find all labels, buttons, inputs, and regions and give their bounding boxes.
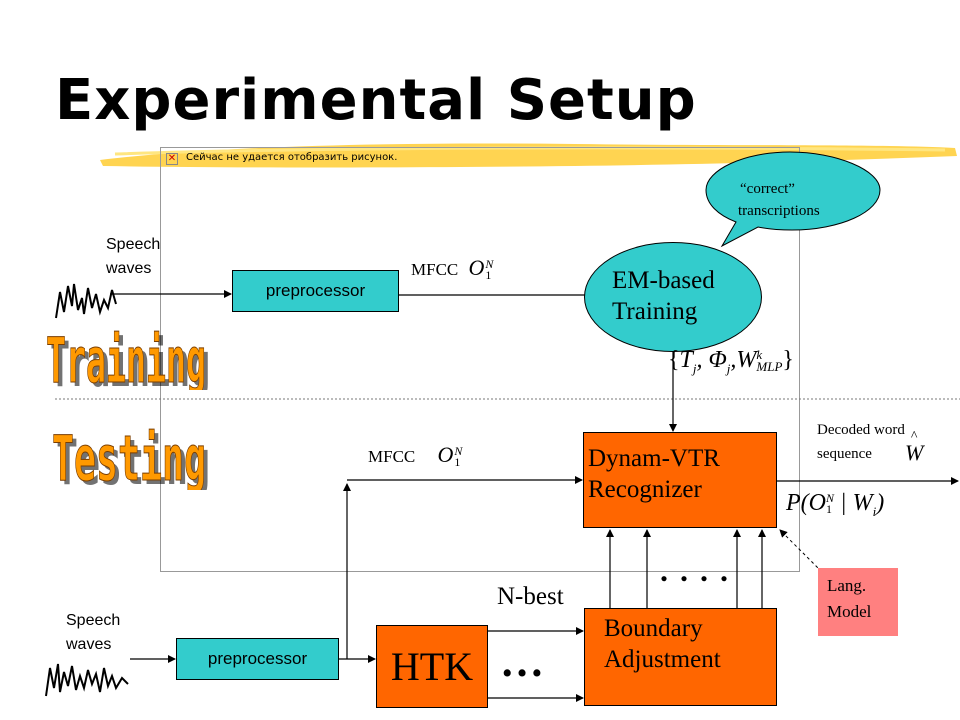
nbest-label: N-best (497, 583, 564, 610)
image-placeholder (160, 147, 800, 572)
testing-label-text: Testing (52, 422, 206, 490)
recognizer-line2: Recognizer (588, 476, 702, 503)
recognizer-line1: Dynam-VTR (588, 445, 720, 472)
recognizer-box (583, 432, 777, 528)
callout-text: “correct” transcriptions (738, 178, 820, 222)
training-label: Training Training (46, 324, 211, 391)
decoded-line1: Decoded word (817, 422, 905, 438)
callout-bubble (705, 151, 881, 248)
htk-label: HTK (390, 644, 474, 689)
boundary-line1: Boundary (604, 615, 703, 642)
training-label-text: Training (46, 324, 206, 390)
boundary-label: Boundary Adjustment (604, 613, 721, 675)
speech-waves-bottom-line2: waves (66, 636, 112, 653)
speech-waves-bottom-line1: Speech (66, 612, 121, 629)
callout-line1: “correct” (740, 181, 795, 197)
waveform-top-icon (55, 283, 117, 319)
lang-model-line2: Model (827, 602, 872, 621)
htk-box: HTK (376, 625, 488, 708)
boundary-box (584, 608, 777, 706)
speech-waves-top-line2: waves (106, 260, 152, 277)
preprocessor-top-label: preprocessor (265, 281, 366, 300)
recognizer-label: Dynam-VTR Recognizer (588, 443, 720, 505)
em-training-ellipse (584, 242, 762, 352)
decoded-symbol: ^ W (905, 429, 924, 465)
section-separator (55, 398, 960, 400)
preprocessor-bottom-box: preprocessor (176, 638, 339, 680)
training-label-shadow: Training (50, 328, 210, 390)
preprocessor-bottom-label: preprocessor (207, 649, 308, 668)
boundary-line2: Adjustment (604, 646, 721, 673)
dots-row: . . . . (660, 552, 730, 588)
mfcc-top-text: MFCC (411, 260, 459, 279)
callout-line2: transcriptions (738, 203, 820, 219)
mfcc-bottom-text: MFCC (368, 447, 416, 466)
broken-image-icon: ✕ (166, 153, 178, 165)
speech-waves-top-line1: Speech (106, 236, 161, 253)
em-training-line1: EM-based (612, 267, 715, 294)
em-training-label: EM-based Training (612, 265, 715, 327)
waveform-bottom-icon (45, 663, 129, 697)
decoded-line2: sequence (817, 446, 872, 462)
preprocessor-top-box: preprocessor (232, 270, 399, 312)
dots-horizontal: … (500, 637, 544, 686)
em-training-line2: Training (612, 298, 698, 325)
page-title: Experimental Setup (55, 68, 697, 133)
placeholder-text: Сейчас не удается отобразить рисунок. (186, 152, 398, 163)
testing-label: Testing Testing (52, 422, 211, 491)
lang-model-box: Lang. Model (818, 568, 898, 636)
decoded-label: Decoded word sequence (817, 418, 905, 466)
speech-waves-bottom-label: Speech waves (66, 609, 120, 657)
testing-label-shadow: Testing (56, 426, 210, 490)
speech-waves-top-label: Speech waves (106, 233, 160, 281)
lang-model-line1: Lang. (827, 576, 867, 595)
